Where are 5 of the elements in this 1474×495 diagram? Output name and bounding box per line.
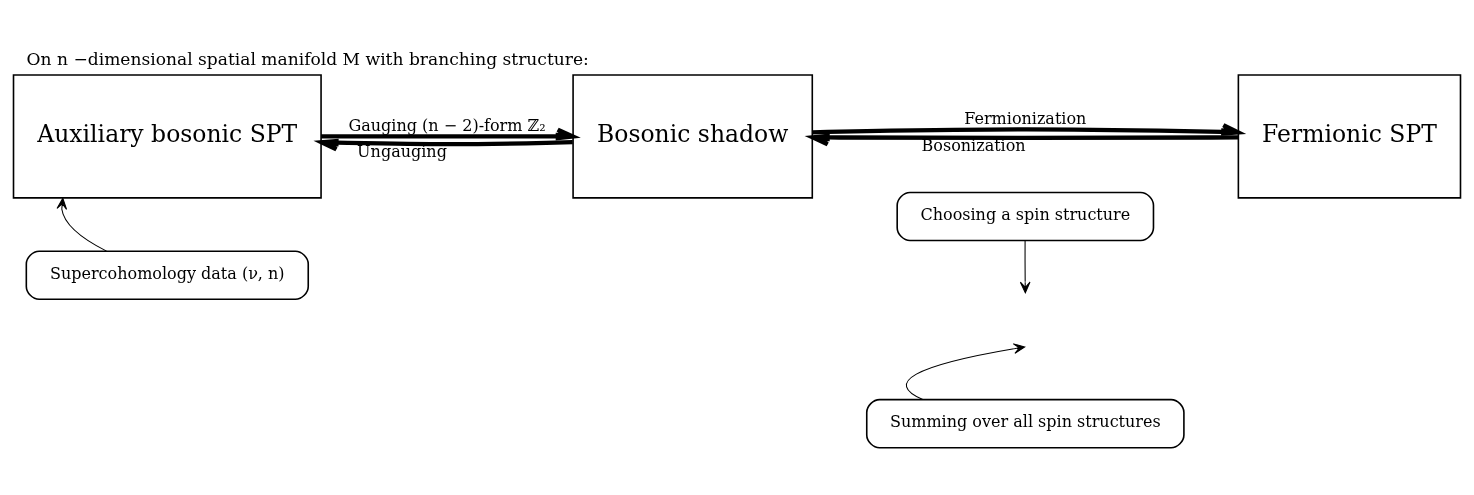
edge-label: Bosonization	[921, 135, 1026, 155]
edge-label: Fermionization	[964, 108, 1087, 128]
edge-label: Ungauging	[357, 141, 447, 161]
edge-label: Gauging (n − 2)-form ℤ₂	[348, 116, 546, 136]
diagram-title: On n −dimensional spatial manifold M with branching structure:	[26, 49, 589, 70]
